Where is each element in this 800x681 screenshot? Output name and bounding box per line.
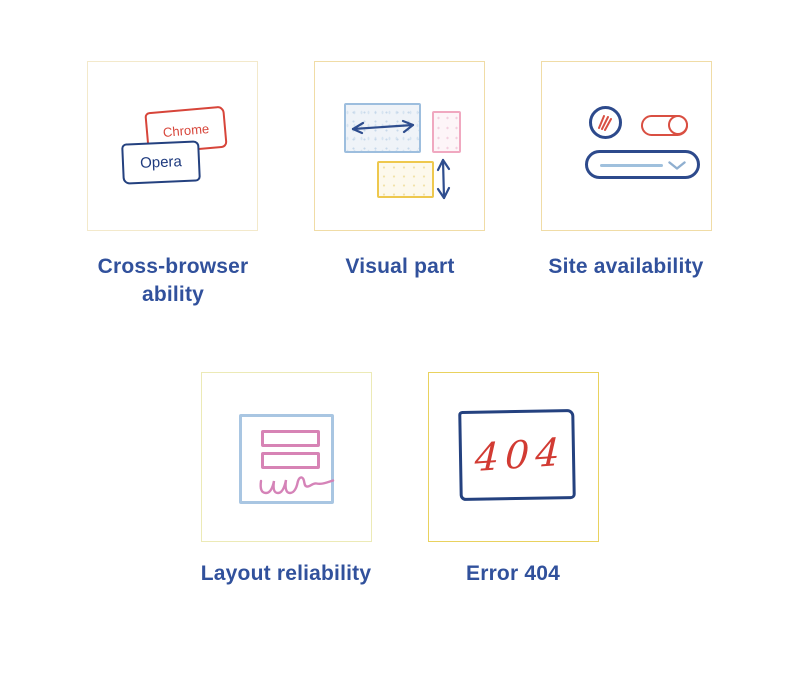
toggle-switch-sketch — [641, 114, 688, 136]
opera-window-sketch: Opera — [121, 140, 201, 185]
layout-bar — [261, 430, 320, 447]
signature-squiggle-icon — [259, 476, 335, 495]
layout-frame-sketch — [239, 414, 335, 504]
feature-card-error-404: 404 — [428, 372, 599, 542]
chrome-label: Chrome — [162, 120, 210, 140]
resizable-blocks-illustration — [315, 62, 484, 230]
feature-card-layout-reliability — [201, 372, 372, 542]
chevron-down-icon — [668, 161, 686, 170]
feature-card-site-availability — [541, 61, 712, 231]
layout-bar — [261, 452, 320, 469]
toggle-knob — [668, 114, 688, 135]
feature-label-layout-reliability: Layout reliability — [200, 562, 372, 585]
error-404-text: 404 — [473, 429, 567, 480]
resize-arrows-icon — [351, 119, 451, 200]
feature-card-visual-part — [314, 61, 485, 231]
sketched-box: 404 — [458, 408, 576, 502]
red-scribble-icon — [597, 114, 612, 131]
opera-label: Opera — [139, 153, 183, 172]
ui-controls-illustration — [542, 62, 711, 230]
feature-label-visual-part: Visual part — [345, 255, 455, 278]
dropdown-sketch — [585, 150, 700, 179]
pink-block-sketch — [432, 111, 461, 153]
feature-card-cross-browser: Chrome Opera — [87, 61, 258, 231]
dropdown-placeholder-line — [600, 164, 663, 167]
feature-label-error-404: Error 404 — [465, 562, 561, 585]
feature-label-cross-browser: Cross-browser ability — [97, 255, 249, 306]
scribble-circle-icon — [589, 106, 622, 139]
browser-windows-illustration: Chrome Opera — [88, 62, 257, 230]
layout-frame-illustration — [202, 373, 371, 541]
error-404-illustration: 404 — [429, 373, 598, 541]
feature-label-site-availability: Site availability — [548, 255, 704, 278]
yellow-block-sketch — [377, 161, 434, 198]
